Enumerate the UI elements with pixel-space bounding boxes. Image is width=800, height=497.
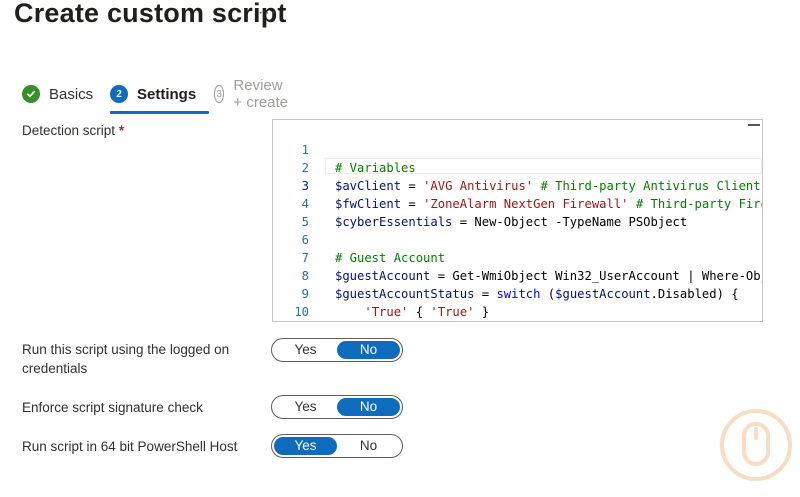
- code-text: $fwClient = 'ZoneAlarm NextGen Firewall'…: [335, 197, 763, 211]
- code-line: 5: [273, 195, 309, 229]
- run-64bit-toggle[interactable]: Yes No: [271, 434, 403, 458]
- code-text: $cyberEssentials = New-Object -TypeName …: [335, 215, 688, 229]
- code-text: 'True' { 'True' }: [364, 305, 490, 319]
- step-label: Review + create: [233, 77, 289, 111]
- code-text: $avClient = 'AVG Antivirus' # Third-part…: [335, 179, 763, 193]
- field-label-text: Detection script: [22, 123, 116, 138]
- code-line: 4 $cyberEssentials = New-Object -TypeNam…: [273, 177, 688, 229]
- code-line: 3 $fwClient = 'ZoneAlarm NextGen Firewal…: [273, 159, 762, 211]
- line-number: 11: [273, 321, 309, 322]
- checkmark-icon: [22, 85, 40, 103]
- code-text: # Guest Account: [335, 251, 446, 265]
- step-number-badge: 2: [110, 85, 128, 103]
- line-number: 8: [301, 269, 309, 283]
- active-step-indicator: [110, 111, 209, 114]
- run-as-logged-on-toggle[interactable]: Yes No: [271, 338, 403, 362]
- run-as-logged-on-label: Run this script using the logged on cred…: [22, 342, 230, 376]
- code-text: 'False' { 'False' }: [335, 321, 504, 322]
- run-64bit-label: Run script in 64 bit PowerShell Host: [22, 439, 238, 454]
- code-text: $guestAccount = Get-WmiObject Win32_User…: [335, 269, 763, 283]
- step-basics[interactable]: Basics: [22, 84, 93, 104]
- toggle-option-yes[interactable]: Yes: [294, 342, 317, 357]
- line-number: 1: [301, 143, 309, 157]
- toggle-option-no[interactable]: No: [337, 341, 400, 359]
- line-number: 10: [294, 305, 309, 319]
- page-title: Create custom script: [14, 0, 287, 28]
- code-line: 11 }: [273, 303, 302, 321]
- watermark-logo-icon: [720, 409, 792, 481]
- toggle-option-no[interactable]: No: [337, 398, 400, 416]
- code-line: 7 $guestAccount = Get-WmiObject Win32_Us…: [273, 231, 762, 283]
- step-settings[interactable]: 2 Settings: [110, 84, 196, 104]
- line-number: 6: [301, 233, 309, 247]
- code-editor[interactable]: 1 # Variables 2 $avClient = 'AVG Antivir…: [272, 119, 763, 322]
- step-label: Basics: [49, 85, 94, 103]
- code-line: 8 $guestAccountStatus = switch ($guestAc…: [273, 249, 739, 301]
- required-marker: *: [118, 123, 125, 138]
- line-number: 5: [301, 215, 309, 229]
- code-line: 1 # Variables: [273, 123, 416, 175]
- code-line: 9 'True' { 'True' }: [273, 267, 489, 319]
- more-options-button[interactable]: ···: [258, 4, 277, 21]
- editor-scrollbar[interactable]: [748, 124, 760, 126]
- code-line: 10 'False' { 'False' }: [273, 285, 309, 319]
- line-number: 3: [301, 179, 309, 193]
- toggle-option-yes[interactable]: Yes: [274, 437, 337, 455]
- step-number-badge: 3: [214, 85, 225, 103]
- code-line: 2 $avClient = 'AVG Antivirus' # Third-pa…: [273, 141, 761, 193]
- current-line-highlight: [325, 158, 762, 174]
- toggle-option-yes[interactable]: Yes: [294, 399, 317, 414]
- line-number: 4: [301, 197, 309, 211]
- line-number: 7: [301, 251, 309, 265]
- step-review-create[interactable]: 3 Review + create: [214, 77, 290, 111]
- step-label: Settings: [137, 85, 197, 103]
- toggle-option-no[interactable]: No: [359, 438, 378, 453]
- code-text: $guestAccountStatus = switch ($guestAcco…: [335, 287, 739, 301]
- code-text: # Variables: [335, 161, 416, 175]
- line-number: 9: [301, 287, 309, 301]
- enforce-signature-toggle[interactable]: Yes No: [271, 395, 403, 419]
- enforce-signature-label: Enforce script signature check: [22, 400, 203, 415]
- code-line: 6 # Guest Account: [273, 213, 445, 265]
- line-number: 2: [301, 161, 309, 175]
- detection-script-label: Detection script *: [22, 121, 124, 140]
